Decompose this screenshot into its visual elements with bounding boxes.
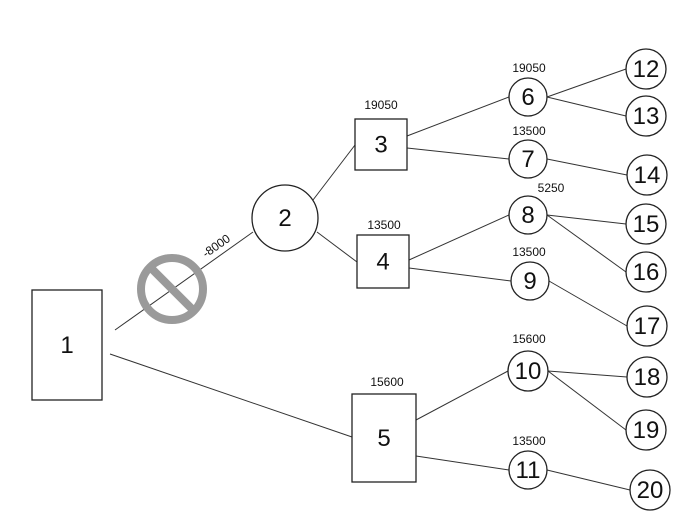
chance-node-circle xyxy=(626,305,668,347)
node-14: 14 xyxy=(626,154,668,196)
node-label-12: 12 xyxy=(633,56,660,83)
node-value-3: 19050 xyxy=(364,98,398,112)
edge-8-15 xyxy=(546,214,627,225)
edge-8-16 xyxy=(546,214,627,273)
node-label-5: 5 xyxy=(377,425,390,452)
node-1: 1 xyxy=(31,289,103,401)
node-value-4: 13500 xyxy=(367,218,401,232)
node-19: 19 xyxy=(625,409,667,451)
node-label-20: 20 xyxy=(637,477,664,504)
edge-1-2 xyxy=(114,231,254,331)
decision-node-box xyxy=(31,289,103,401)
node-label-4: 4 xyxy=(376,249,389,276)
node-15: 15 xyxy=(625,203,667,245)
edge-3-6 xyxy=(406,96,510,137)
node-label-9: 9 xyxy=(523,268,536,295)
node-value-8: 5250 xyxy=(538,181,565,195)
node-18: 18 xyxy=(626,356,668,398)
edge-10-18 xyxy=(547,370,628,378)
edge-2-3 xyxy=(312,144,356,201)
node-12: 12 xyxy=(625,48,667,90)
chance-node-circle xyxy=(508,450,548,490)
decision-node-box xyxy=(356,234,410,289)
node-label-11: 11 xyxy=(516,457,541,484)
node-7: 7 13500 xyxy=(508,124,548,179)
node-label-2: 2 xyxy=(278,205,291,232)
node-value-6: 19050 xyxy=(512,61,546,75)
edge-9-17 xyxy=(548,280,628,327)
node-6: 6 19050 xyxy=(508,61,548,117)
node-label-7: 7 xyxy=(521,146,534,173)
node-3: 3 19050 xyxy=(354,98,408,171)
chance-node-circle xyxy=(508,195,548,235)
edge-3-7 xyxy=(406,147,510,160)
edge-6-13 xyxy=(546,96,627,117)
edge-10-19 xyxy=(547,370,627,431)
node-value-11: 13500 xyxy=(512,434,546,448)
node-11: 11 13500 xyxy=(508,434,548,490)
chance-node-circle xyxy=(625,48,667,90)
node-value-9: 13500 xyxy=(512,245,546,259)
node-label-19: 19 xyxy=(633,417,660,444)
node-label-13: 13 xyxy=(633,103,660,130)
decision-node-box xyxy=(354,118,408,171)
node-label-14: 14 xyxy=(634,162,661,189)
node-label-18: 18 xyxy=(634,364,661,391)
edge-label-1-2: -8000 xyxy=(200,231,233,260)
node-5: 5 15600 xyxy=(351,375,417,483)
chance-node-circle xyxy=(625,251,667,293)
node-4: 4 13500 xyxy=(356,218,410,289)
node-17: 17 xyxy=(626,305,668,347)
node-2: 2 xyxy=(251,184,319,252)
node-value-7: 13500 xyxy=(512,124,546,138)
node-8: 8 5250 xyxy=(508,181,565,235)
chance-node-circle xyxy=(508,139,548,179)
node-label-6: 6 xyxy=(521,84,534,111)
no-entry-icon xyxy=(137,254,207,324)
node-label-17: 17 xyxy=(634,313,661,340)
node-value-10: 15600 xyxy=(512,332,546,346)
chance-node-circle xyxy=(629,469,671,511)
chance-node-circle xyxy=(510,261,550,301)
chance-node-circle xyxy=(507,350,549,392)
node-16: 16 xyxy=(625,251,667,293)
symbols-layer xyxy=(137,254,207,324)
chance-node-circle xyxy=(625,95,667,137)
edge-4-9 xyxy=(408,267,512,282)
edge-1-5 xyxy=(109,353,353,438)
node-13: 13 xyxy=(625,95,667,137)
node-value-5: 15600 xyxy=(370,375,404,389)
chance-node-circle xyxy=(626,154,668,196)
edge-6-12 xyxy=(546,68,627,98)
edge-11-20 xyxy=(546,469,631,491)
chance-node-circle xyxy=(626,356,668,398)
chance-node-circle xyxy=(508,77,548,117)
node-label-3: 3 xyxy=(374,132,387,159)
chance-node-circle xyxy=(625,203,667,245)
decision-node-box xyxy=(351,393,417,483)
edge-2-4 xyxy=(316,231,358,263)
edge-7-14 xyxy=(546,158,628,176)
node-label-15: 15 xyxy=(633,211,660,238)
node-20: 20 xyxy=(629,469,671,511)
edge-5-10 xyxy=(415,370,509,421)
edge-4-8 xyxy=(408,214,510,261)
chance-node-circle xyxy=(251,184,319,252)
node-label-1: 1 xyxy=(60,332,73,359)
node-9: 9 13500 xyxy=(510,245,550,301)
node-label-16: 16 xyxy=(633,259,660,286)
node-10: 10 15600 xyxy=(507,332,549,392)
nodes-layer: 1231905041350051560061905071350085250913… xyxy=(31,48,671,511)
chance-node-circle xyxy=(625,409,667,451)
node-label-10: 10 xyxy=(515,358,542,385)
edges-layer: -8000 xyxy=(109,68,631,491)
edge-5-11 xyxy=(415,455,510,471)
node-label-8: 8 xyxy=(521,202,534,229)
